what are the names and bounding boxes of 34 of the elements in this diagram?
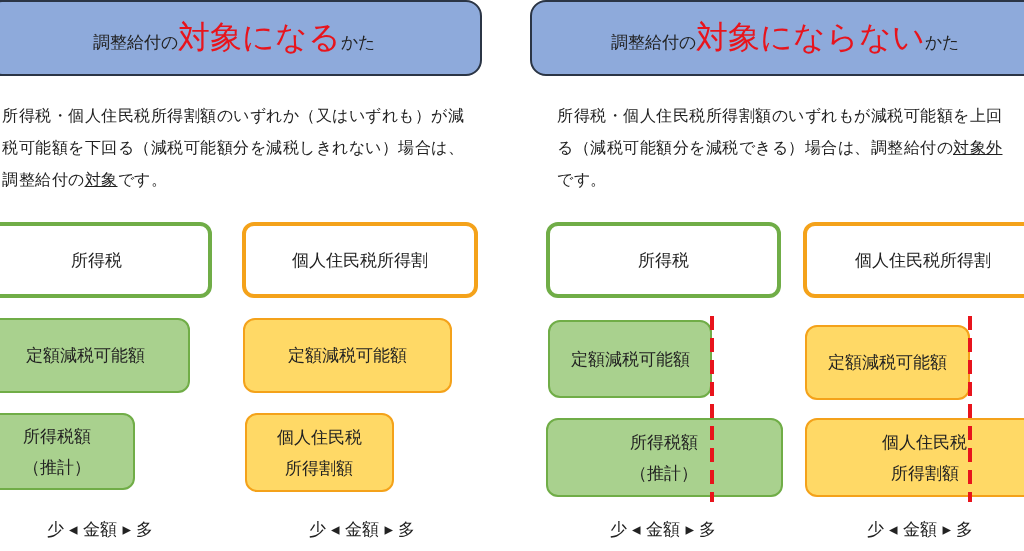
box-label: 個人住民税所得割 bbox=[292, 248, 428, 272]
box-label: 所得税 bbox=[638, 248, 689, 272]
box-label: 所得税 bbox=[70, 248, 122, 272]
description-text: 所得税・個人住民税所得割額のいずれか（又はいずれも）が減税可能額を下回る（減税可能額分を減税しきれない）場合は、調整給付の対象です。 bbox=[2, 106, 465, 191]
box-label: 定額減税可能額 bbox=[570, 347, 690, 371]
box-label: 所得税額（推計） bbox=[629, 430, 700, 485]
box-label: 定額減税可能額 bbox=[25, 344, 145, 368]
box-label: 個人住民税所得割額 bbox=[276, 425, 363, 480]
banner-title: 調整給付の対象になるかた bbox=[93, 17, 375, 59]
amount-bar bbox=[243, 318, 452, 393]
box-label: 定額減税可能額 bbox=[828, 351, 947, 375]
box-label: 所得税額（推計） bbox=[22, 424, 93, 479]
category-box bbox=[242, 222, 478, 298]
box-label: 定額減税可能額 bbox=[288, 344, 407, 368]
banner-title: 調整給付の対象にならないかた bbox=[611, 17, 959, 59]
box-label: 個人住民税所得割額 bbox=[881, 430, 969, 485]
amount-bar bbox=[245, 413, 394, 492]
amount-scale-label: 少 ◂ 金額 ▸ 多 bbox=[866, 518, 974, 541]
title-banner bbox=[530, 0, 1024, 76]
box-label: 個人住民税所得割 bbox=[855, 248, 991, 272]
amount-scale-label: 少 ◂ 金額 ▸ 多 bbox=[308, 518, 416, 541]
amount-scale-label: 少 ◂ 金額 ▸ 多 bbox=[46, 518, 154, 541]
amount-bar bbox=[0, 318, 190, 393]
description-text: 所得税・個人住民税所得割額のいずれもが減税可能額を上回る（減税可能額分を減税できる）場合は、調整給付の対象外です。 bbox=[557, 106, 1004, 191]
category-box bbox=[546, 222, 781, 298]
amount-bar bbox=[546, 418, 783, 497]
amount-bar bbox=[805, 325, 970, 400]
category-box bbox=[803, 222, 1024, 298]
amount-scale-label: 少 ◂ 金額 ▸ 多 bbox=[609, 518, 717, 541]
amount-bar bbox=[548, 320, 712, 398]
title-banner bbox=[0, 0, 482, 76]
category-box bbox=[0, 222, 212, 298]
amount-bar bbox=[805, 418, 1024, 497]
amount-bar bbox=[0, 413, 135, 490]
